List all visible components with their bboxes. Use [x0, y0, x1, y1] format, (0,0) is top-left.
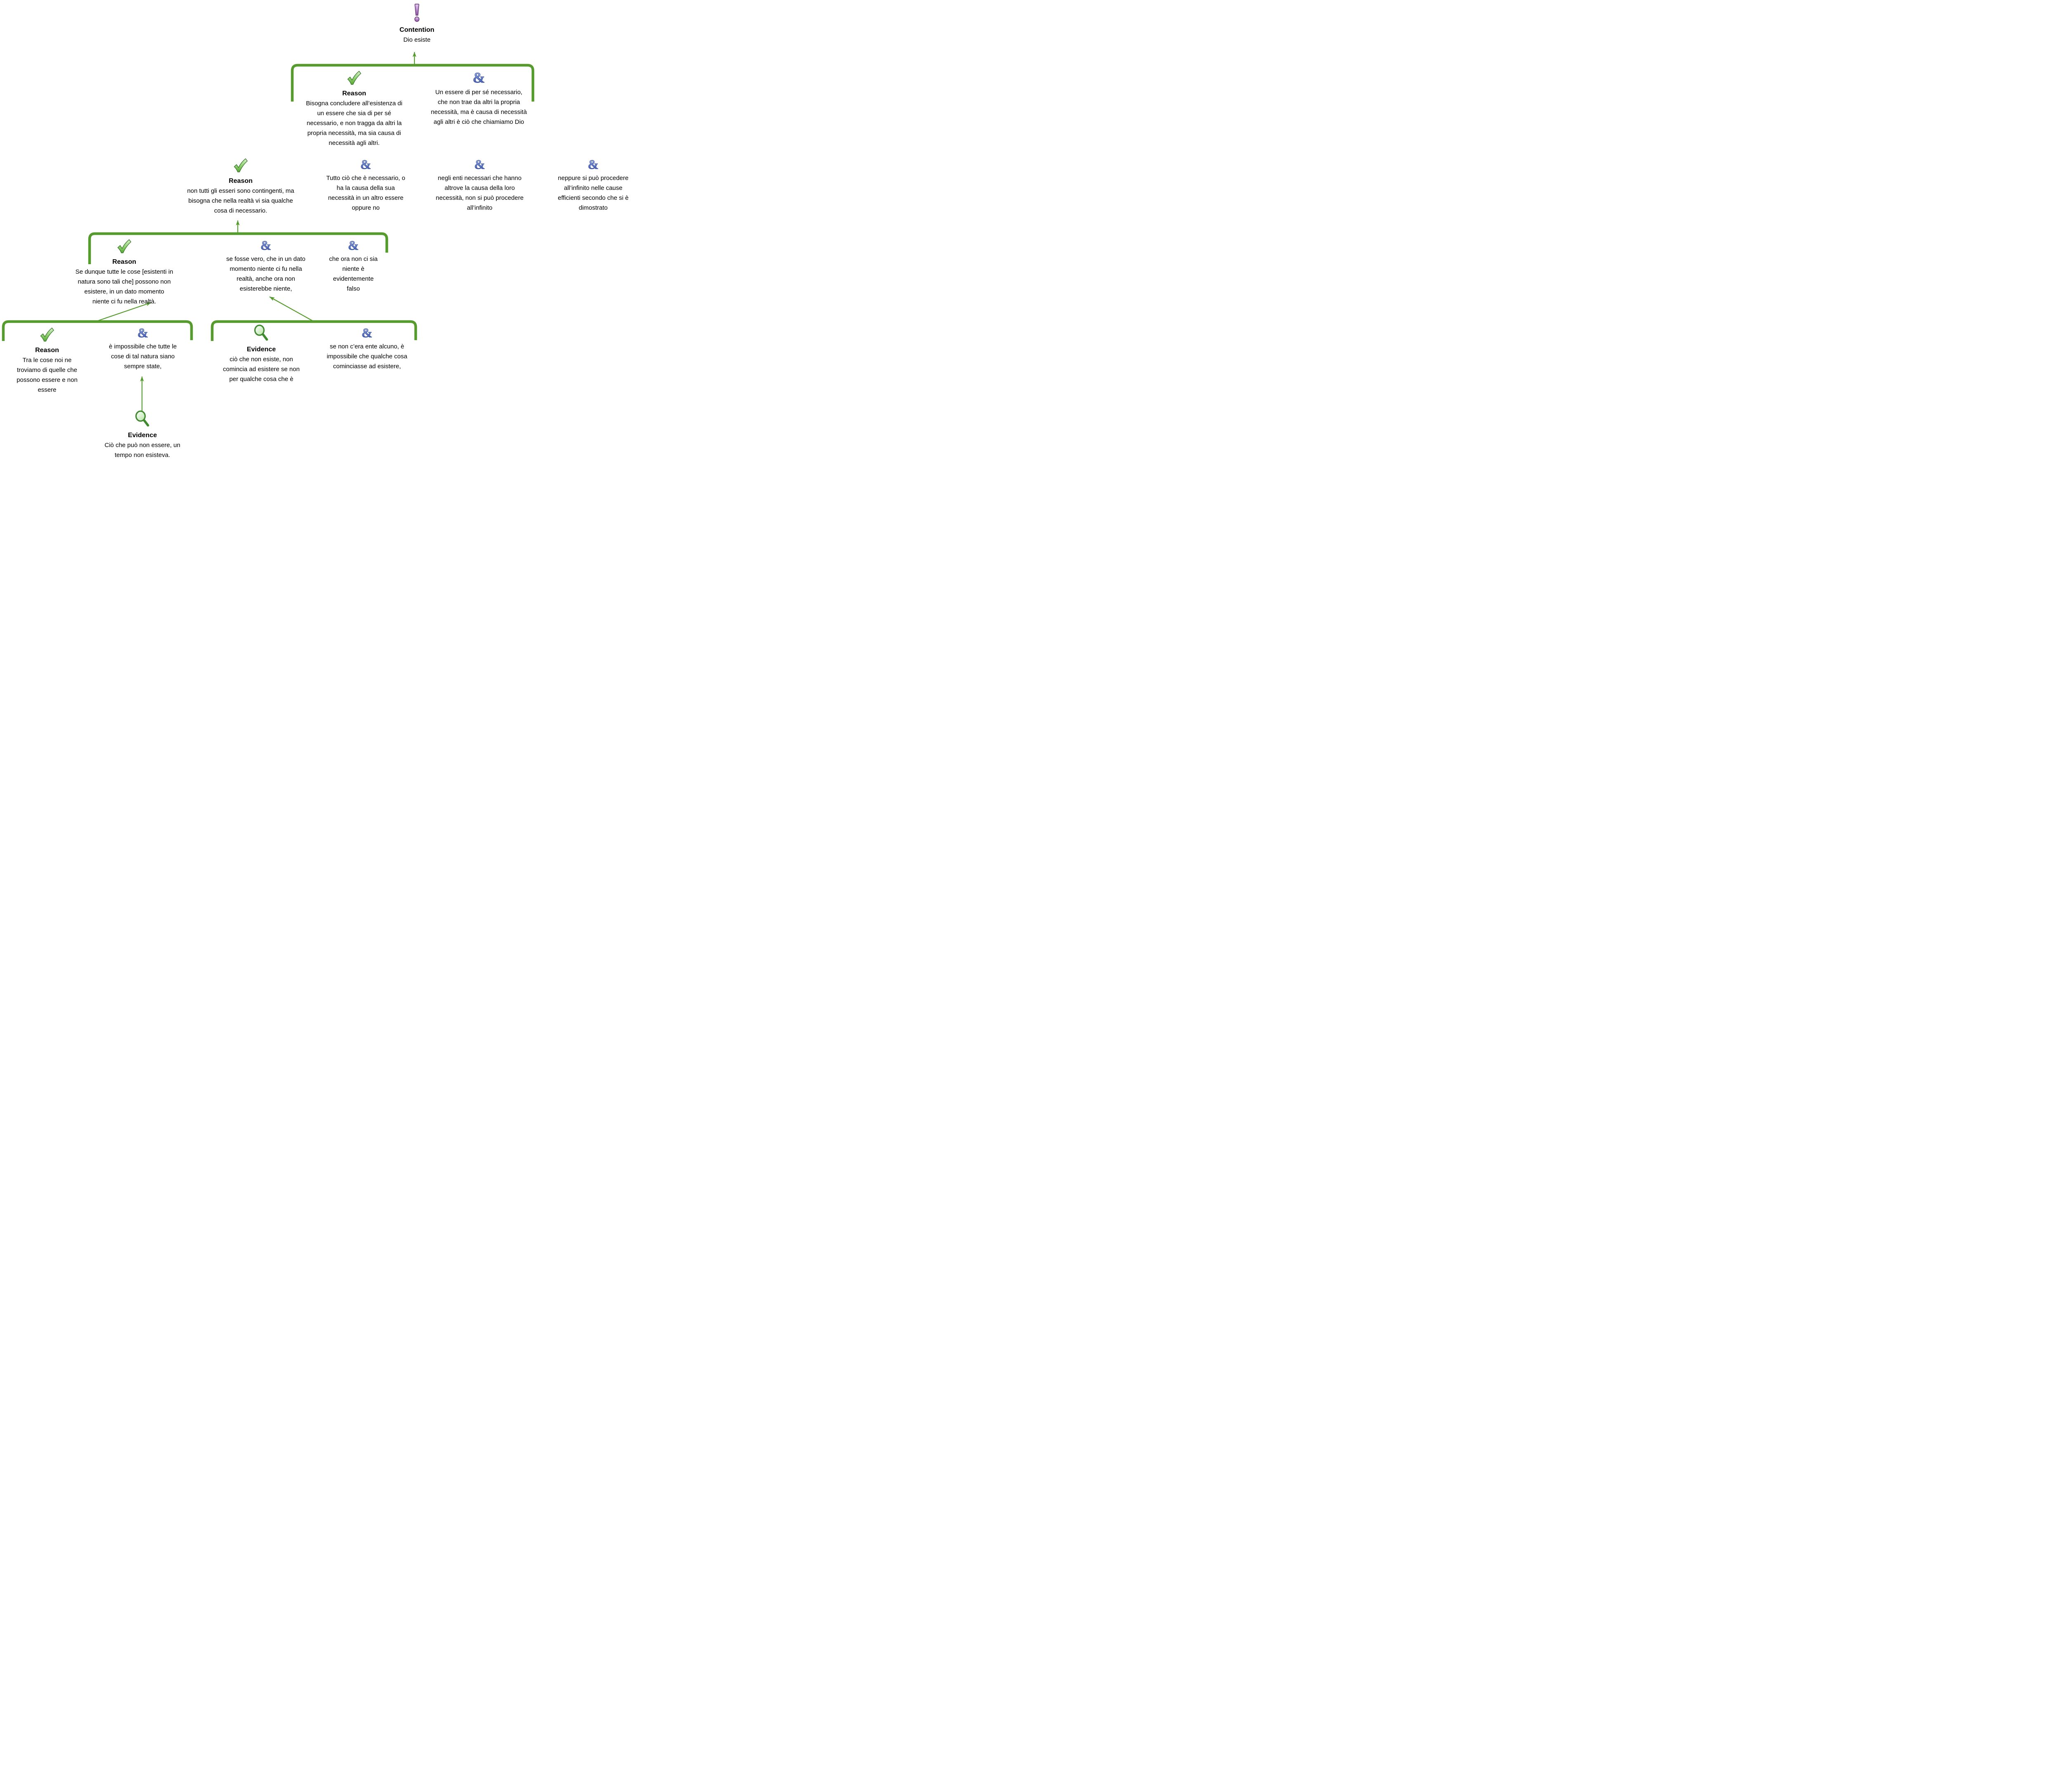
and-icon: [359, 159, 373, 171]
node-and4b[interactable]: se non c’era ente alcuno, è impossibile …: [316, 327, 418, 372]
and-icon: [473, 159, 487, 171]
node-type-label: Evidence: [246, 346, 276, 353]
node-and2b[interactable]: negli enti necessari che hanno altrove l…: [428, 159, 532, 213]
node-and2a[interactable]: Tutto ciò che è necessario, o ha la caus…: [318, 159, 414, 213]
node-evidence1[interactable]: Evidence ciò che non esiste, non cominci…: [211, 324, 312, 384]
node-text: neppure si può procedere all’infinito ne…: [558, 175, 629, 211]
node-text: Tutto ciò che è necessario, o ha la caus…: [326, 175, 405, 211]
and-icon: [586, 159, 600, 171]
and-icon: [360, 327, 374, 339]
check-icon: [115, 239, 133, 254]
node-contention[interactable]: Contention Dio esiste: [386, 3, 448, 45]
node-type-label: Reason: [112, 258, 136, 265]
node-text: Dio esiste: [403, 36, 431, 43]
node-type-label: Contention: [399, 26, 435, 33]
node-and2c[interactable]: neppure si può procedere all’infinito ne…: [550, 159, 636, 213]
node-text: Un essere di per sé necessario, che non …: [431, 89, 527, 125]
node-text: non tutti gli esseri sono contingenti, m…: [187, 187, 294, 214]
bracket-group-and3a: [211, 320, 417, 341]
node-evidence2[interactable]: Evidence Ciò che può non essere, un temp…: [93, 410, 192, 459]
node-reason1[interactable]: Reason Bisogna concludere all’esistenza …: [294, 70, 414, 148]
node-text: negli enti necessari che hanno altrove l…: [436, 175, 524, 211]
and-icon: [471, 71, 487, 85]
bracket-group-reason2: [88, 232, 388, 264]
node-text: che ora non ci sia niente è evidentement…: [329, 256, 378, 292]
check-icon: [232, 158, 250, 173]
node-text: se fosse vero, che in un dato momento ni…: [226, 256, 305, 292]
argument-map: & Contention Dio esiste Reason Bisogna c…: [0, 0, 638, 459]
check-icon: [38, 327, 56, 343]
node-type-label: Evidence: [128, 432, 157, 439]
check-icon: [345, 70, 363, 86]
node-type-label: Reason: [35, 347, 59, 354]
node-and4a[interactable]: è impossibile che tutte le cose di tal n…: [97, 327, 188, 372]
node-text: è impossibile che tutte le cose di tal n…: [109, 343, 177, 370]
node-text: Se dunque tutte le cose [esistenti in na…: [75, 268, 173, 305]
node-text: Ciò che può non essere, un tempo non esi…: [104, 442, 180, 459]
bracket-group-contention: [291, 64, 535, 102]
and-icon: [346, 239, 360, 252]
arrow-to-and3a: [269, 296, 313, 321]
node-reason2[interactable]: Reason non tutti gli esseri sono conting…: [175, 158, 306, 216]
node-reason3[interactable]: Reason Se dunque tutte le cose [esistent…: [59, 239, 189, 307]
magnifier-icon: [134, 410, 151, 428]
magnifier-icon: [253, 324, 270, 342]
node-reason4[interactable]: Reason Tra le cose noi ne troviamo di qu…: [6, 327, 88, 395]
node-text: ciò che non esiste, non comincia ad esis…: [223, 356, 300, 383]
arrow-to-reason3: [97, 302, 151, 322]
node-and3a[interactable]: se fosse vero, che in un dato momento ni…: [216, 239, 315, 294]
node-text: Bisogna concludere all’esistenza di un e…: [306, 100, 402, 147]
node-text: se non c’era ente alcuno, è impossibile …: [327, 343, 407, 370]
connector-layer: [2, 52, 535, 412]
and-icon: [259, 239, 273, 252]
node-type-label: Reason: [342, 90, 366, 97]
node-type-label: Reason: [229, 178, 253, 185]
and-icon: [136, 327, 150, 339]
node-and3b[interactable]: che ora non ci sia niente è evidentement…: [324, 239, 382, 294]
exclamation-icon: [413, 3, 421, 22]
node-text: Tra le cose noi ne troviamo di quelle ch…: [17, 357, 78, 393]
bracket-group-reason3: [2, 320, 193, 341]
node-and1[interactable]: Un essere di per sé necessario, che non …: [424, 71, 534, 127]
